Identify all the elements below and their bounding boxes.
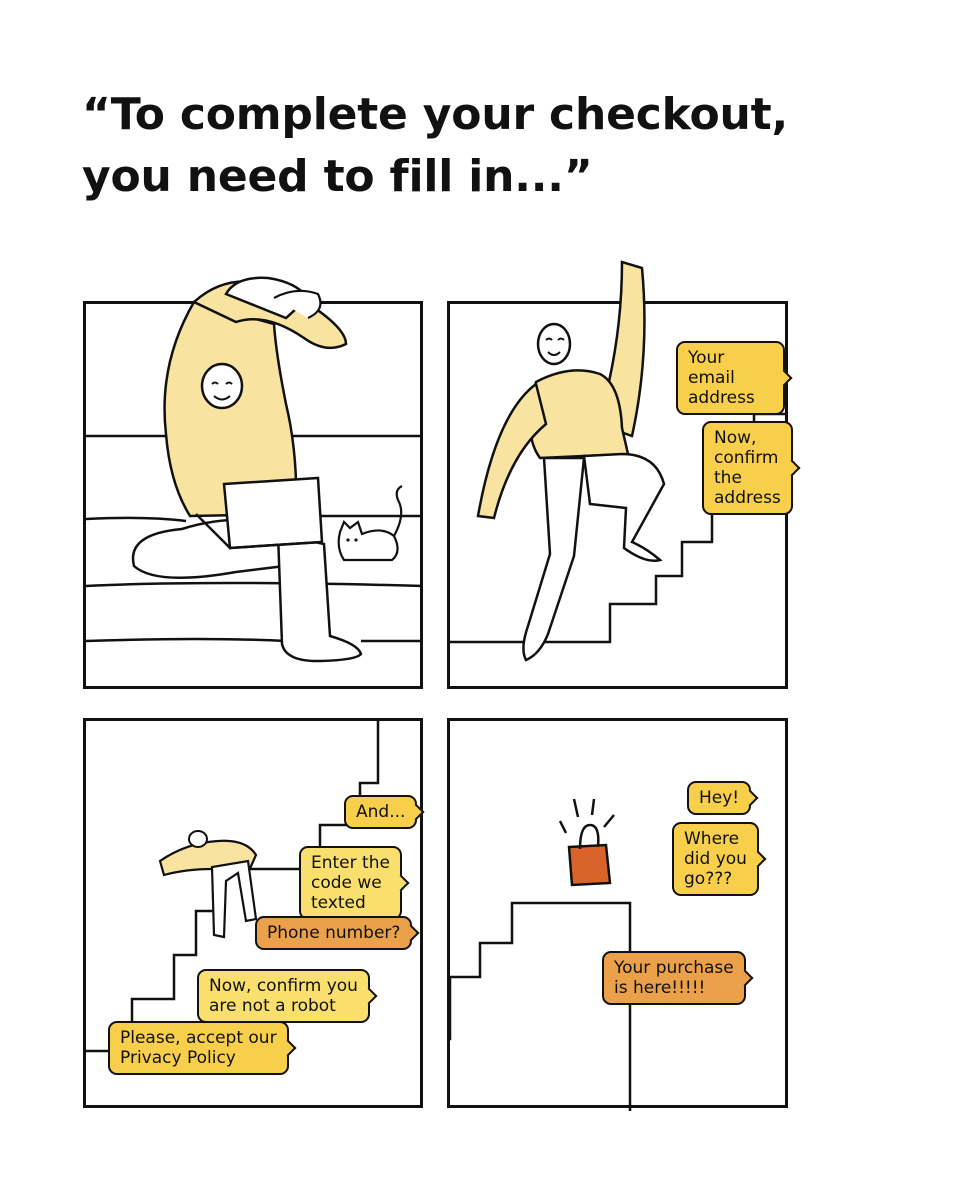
shopping-bag-icon [558, 798, 615, 887]
bubble-phone-number: Phone number? [255, 916, 413, 950]
cat-icon [337, 485, 403, 562]
bubble-confirm-address: Now, confirm the address [702, 421, 793, 515]
panel-1-couch [83, 276, 424, 689]
bubble-where-did-you-go: Where did you go??? [672, 822, 759, 896]
bubble-and: And... [344, 795, 418, 829]
bubble-purchase-here: Your purchase is here!!!!! [602, 951, 746, 1005]
laptop-icon [195, 476, 324, 550]
bubble-email-address: Your email address [676, 341, 785, 415]
bubble-hey: Hey! [687, 781, 752, 815]
comic-title: “To complete your checkout, you need to … [82, 84, 882, 208]
panel-4-purchase: Hey! Where did you go??? Your purchase i… [447, 718, 788, 1111]
bubble-not-robot: Now, confirm you are not a robot [197, 969, 370, 1023]
title-line-2: you need to fill in...” [82, 151, 593, 202]
title-line-1: “To complete your checkout, [82, 89, 788, 140]
bubble-privacy-policy: Please, accept our Privacy Policy [108, 1021, 289, 1075]
panel-2-stairs: Your email address Now, confirm the addr… [447, 260, 793, 689]
couch-scene [85, 276, 424, 663]
bubble-enter-code: Enter the code we texted [299, 846, 402, 920]
panel-3-form-steps: And... Enter the code we texted Phone nu… [83, 718, 423, 1108]
stairs-scene-4 [448, 798, 632, 1111]
